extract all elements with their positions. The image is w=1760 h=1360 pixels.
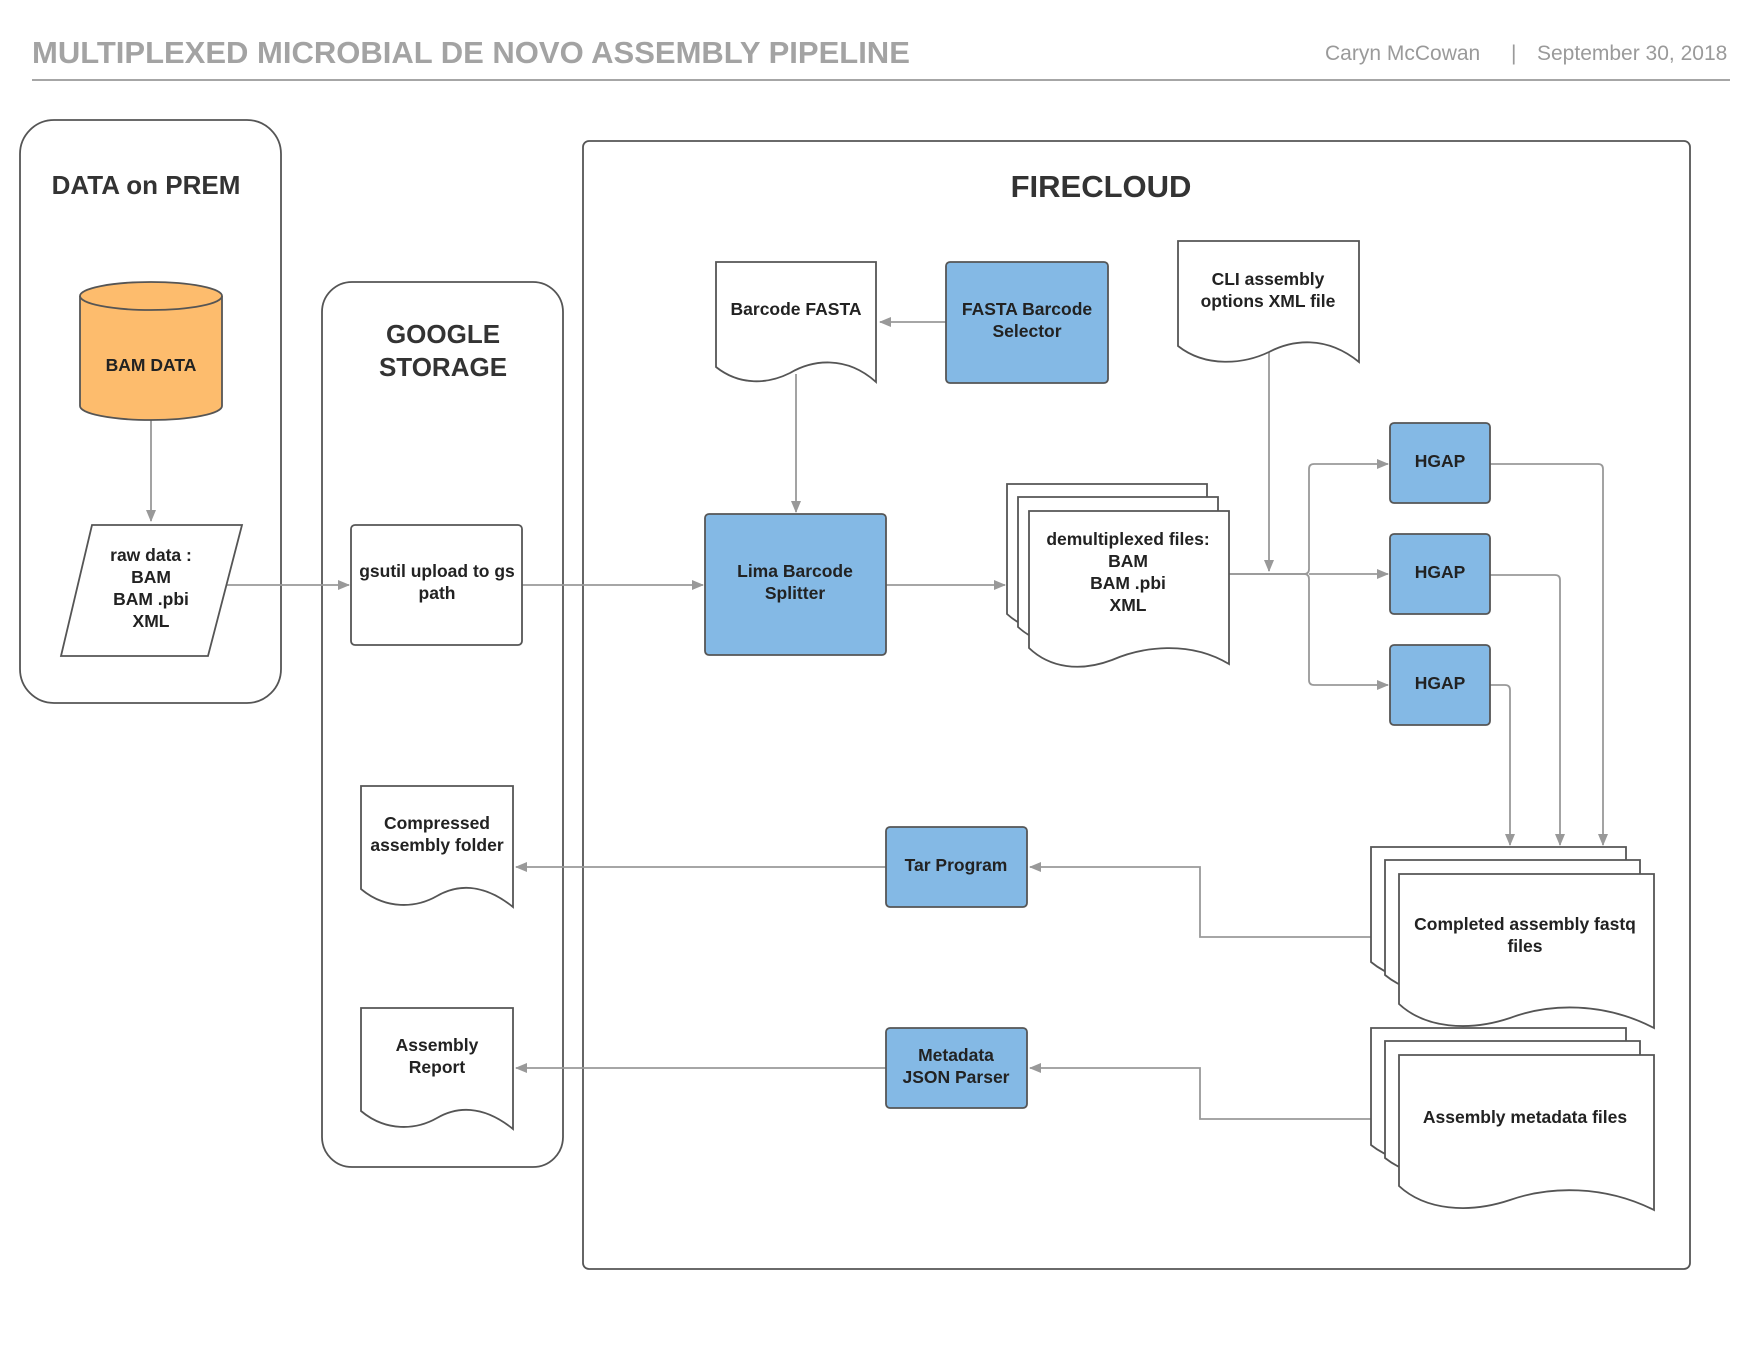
hgap-3-node: HGAP	[1389, 644, 1491, 726]
lima-splitter-line1: Lima Barcode	[737, 561, 853, 581]
assembly-report-shape	[360, 1007, 514, 1131]
region-google-storage-label-line1: GOOGLE	[386, 319, 500, 349]
hgap-2-node: HGAP	[1389, 533, 1491, 615]
region-google-storage-label-line2: STORAGE	[379, 352, 507, 382]
edge-demux-to-hgap-3	[1229, 573, 1389, 690]
assembly-report-node: Assembly Report	[360, 1007, 514, 1131]
lima-splitter-node: Lima Barcode Splitter	[704, 513, 887, 656]
compressed-folder-node: Compressed assembly folder	[360, 785, 514, 909]
raw-data-shape	[59, 524, 244, 657]
region-google-storage	[321, 281, 564, 1168]
json-parser-node: Metadata JSON Parser	[885, 1027, 1028, 1109]
diagram-date: September 30, 2018	[1537, 42, 1727, 65]
edge-metadata-to-parser	[1029, 1063, 1371, 1120]
json-parser-box	[885, 1027, 1028, 1109]
compressed-folder-shape	[360, 785, 514, 909]
region-on-prem	[19, 119, 282, 704]
cli-options-line1: CLI assembly	[1212, 269, 1325, 289]
completed-fastq-node: Completed assembly fastq files	[1370, 846, 1655, 1030]
bam-data-cylinder-body	[79, 296, 223, 421]
demux-files-sheet-front	[1028, 510, 1230, 668]
barcode-fasta-node: Barcode FASTA	[715, 261, 877, 385]
demux-files-line4: XML	[1110, 595, 1147, 615]
metadata-files-label: Assembly metadata files	[1423, 1107, 1628, 1127]
hgap-2-label: HGAP	[1415, 562, 1466, 582]
tar-program-box	[885, 826, 1028, 908]
edge-hgap-2-to-completed	[1490, 574, 1565, 846]
gsutil-upload-line1: gsutil upload to gs	[359, 561, 515, 581]
cli-options-line2: options XML file	[1201, 291, 1336, 311]
fasta-barcode-selector-line1: FASTA Barcode	[962, 299, 1093, 319]
raw-data-line3: BAM .pbi	[113, 589, 189, 609]
gsutil-upload-box	[350, 524, 523, 646]
edge-demux-to-hgap-1	[1229, 459, 1389, 575]
completed-fastq-line1: Completed assembly fastq	[1414, 914, 1636, 934]
raw-data-line4: XML	[133, 611, 170, 631]
metadata-files-node: Assembly metadata files	[1370, 1027, 1655, 1212]
cli-options-node: CLI assembly options XML file	[1177, 240, 1360, 364]
diagram-title: MULTIPLEXED MICROBIAL DE NOVO ASSEMBLY P…	[32, 35, 910, 70]
bam-data-node: BAM DATA	[79, 281, 223, 421]
raw-data-node: raw data : BAM BAM .pbi XML	[59, 524, 244, 657]
hgap-1-box	[1389, 422, 1491, 504]
gsutil-upload-node: gsutil upload to gs path	[350, 524, 523, 646]
assembly-report-line1: Assembly	[396, 1035, 479, 1055]
region-firecloud-label: FIRECLOUD	[1011, 169, 1192, 204]
fasta-barcode-selector-line2: Selector	[992, 321, 1061, 341]
author-name: Caryn McCowan	[1325, 42, 1480, 65]
lima-splitter-line2: Splitter	[765, 583, 825, 603]
metadata-files-sheet-front	[1398, 1054, 1655, 1212]
json-parser-line1: Metadata	[918, 1045, 994, 1065]
tar-program-label: Tar Program	[905, 855, 1008, 875]
cli-options-shape	[1177, 240, 1360, 364]
hgap-3-box	[1389, 644, 1491, 726]
bam-data-label: BAM DATA	[106, 355, 197, 375]
fasta-barcode-selector-node: FASTA Barcode Selector	[945, 261, 1109, 384]
region-on-prem-label: DATA on PREM	[52, 170, 241, 200]
lima-splitter-box	[704, 513, 887, 656]
hgap-1-node: HGAP	[1389, 422, 1491, 504]
hgap-2-box	[1389, 533, 1491, 615]
header-separator: |	[1511, 42, 1516, 65]
raw-data-line1: raw data :	[110, 545, 192, 565]
region-firecloud	[582, 140, 1691, 1270]
tar-program-node: Tar Program	[885, 826, 1028, 908]
bam-data-cylinder-top	[79, 281, 223, 311]
raw-data-line2: BAM	[131, 567, 171, 587]
edge-hgap-1-to-completed	[1490, 463, 1608, 846]
hgap-3-label: HGAP	[1415, 673, 1466, 693]
edge-hgap-3-to-completed	[1490, 684, 1515, 846]
completed-fastq-sheet-front	[1398, 873, 1655, 1030]
demux-files-line3: BAM .pbi	[1090, 573, 1166, 593]
compressed-folder-line1: Compressed	[384, 813, 490, 833]
assembly-report-line2: Report	[409, 1057, 466, 1077]
json-parser-line2: JSON Parser	[902, 1067, 1009, 1087]
fasta-barcode-selector-box	[945, 261, 1109, 384]
barcode-fasta-shape	[715, 261, 877, 385]
hgap-1-label: HGAP	[1415, 451, 1466, 471]
completed-fastq-line2: files	[1507, 936, 1542, 956]
barcode-fasta-label: Barcode FASTA	[731, 299, 862, 319]
demux-files-line2: BAM	[1108, 551, 1148, 571]
gsutil-upload-line2: path	[419, 583, 456, 603]
edge-completed-to-tar	[1029, 862, 1371, 938]
demux-files-node: demultiplexed files: BAM BAM .pbi XML	[1006, 483, 1230, 668]
connectors	[146, 317, 1608, 1120]
compressed-folder-line2: assembly folder	[370, 835, 503, 855]
demux-files-line1: demultiplexed files:	[1046, 529, 1209, 549]
